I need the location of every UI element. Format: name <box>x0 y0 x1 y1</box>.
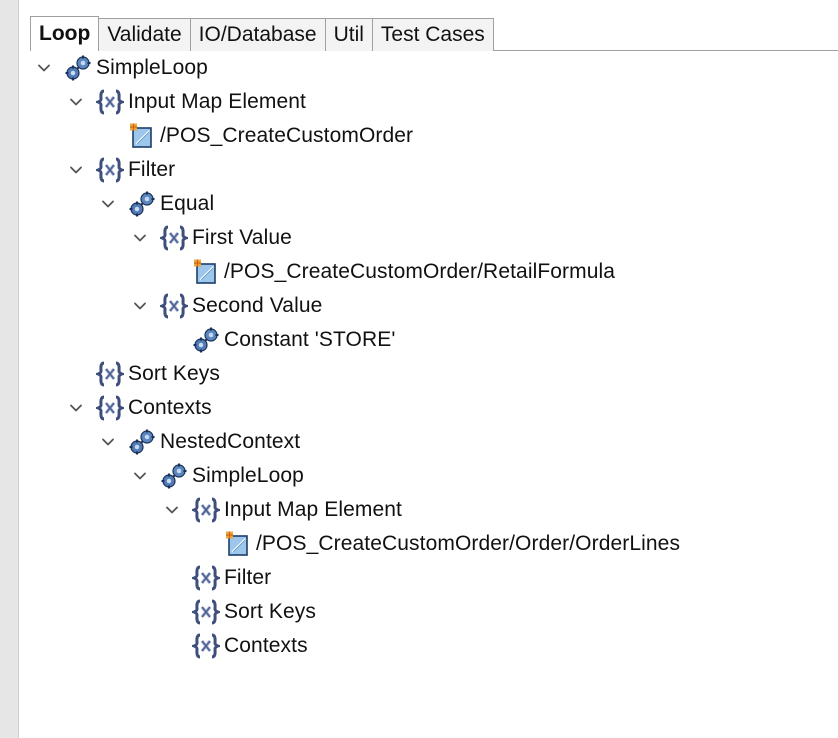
loop-gear-icon <box>128 190 156 218</box>
tree-node-contexts[interactable]: Contexts <box>66 391 212 425</box>
braces-icon <box>192 632 220 660</box>
tree-node-simpleloop[interactable]: SimpleLoop <box>34 51 208 85</box>
tab-util[interactable]: Util <box>325 18 373 51</box>
tree-node-nestedcontext[interactable]: NestedContext <box>98 425 300 459</box>
chevron-down-icon[interactable] <box>66 160 86 180</box>
tree-node-filter[interactable]: Filter <box>66 153 175 187</box>
chevron-down-icon[interactable] <box>66 398 86 418</box>
tree-node-label: Input Map Element <box>224 498 402 521</box>
tree-node-input-map-element[interactable]: Input Map Element <box>162 493 402 527</box>
tree-node-first-value[interactable]: First Value <box>130 221 292 255</box>
tree-node-pos-createcustomorder-retailformula[interactable]: /POS_CreateCustomOrder/RetailFormula <box>162 255 615 289</box>
tree-node-label: Input Map Element <box>128 90 306 113</box>
chevron-down-icon[interactable] <box>130 466 150 486</box>
braces-icon <box>96 394 124 422</box>
tree-node-sort-keys[interactable]: Sort Keys <box>162 595 316 629</box>
braces-icon <box>96 88 124 116</box>
tree-node-label: Sort Keys <box>224 600 316 623</box>
loop-gear-icon <box>128 428 156 456</box>
loop-gear-icon <box>160 462 188 490</box>
tab-loop[interactable]: Loop <box>30 16 100 51</box>
tree-node-label: First Value <box>192 226 292 249</box>
loop-gear-icon <box>64 54 92 82</box>
loop-gear-icon <box>192 326 220 354</box>
chevron-down-icon[interactable] <box>66 92 86 112</box>
tree-node-pos-createcustomorder[interactable]: /POS_CreateCustomOrder <box>98 119 413 153</box>
tree-node-label: Filter <box>128 158 176 181</box>
tree-node-label: Second Value <box>192 294 323 317</box>
tree-node-filter[interactable]: Filter <box>162 561 271 595</box>
tree-node-label: Filter <box>224 566 272 589</box>
tree-node-label: /POS_CreateCustomOrder/RetailFormula <box>224 260 616 283</box>
tree-node-contexts[interactable]: Contexts <box>162 629 308 663</box>
braces-icon <box>192 564 220 592</box>
tree-node-label: Sort Keys <box>128 362 220 385</box>
tree-node-label: SimpleLoop <box>96 56 208 79</box>
tree-node-label: Contexts <box>224 634 308 657</box>
document-path-icon <box>128 122 156 150</box>
chevron-down-icon[interactable] <box>98 194 118 214</box>
chevron-down-icon[interactable] <box>98 432 118 452</box>
tree-node-label: Contexts <box>128 396 212 419</box>
braces-icon <box>160 224 188 252</box>
braces-icon <box>192 496 220 524</box>
tree-node-constant-store[interactable]: Constant 'STORE' <box>162 323 395 357</box>
chevron-down-icon[interactable] <box>34 58 54 78</box>
braces-icon <box>160 292 188 320</box>
tree-node-input-map-element[interactable]: Input Map Element <box>66 85 306 119</box>
tree-node-label: Constant 'STORE' <box>224 328 396 351</box>
tab-validate[interactable]: Validate <box>99 18 191 51</box>
left-gutter <box>0 0 19 738</box>
tree-node-simpleloop[interactable]: SimpleLoop <box>130 459 304 493</box>
braces-icon <box>192 598 220 626</box>
tree-view: SimpleLoop Input Map Element /POS_Create… <box>0 51 838 738</box>
braces-icon <box>96 156 124 184</box>
tree-node-label: /POS_CreateCustomOrder <box>160 124 414 147</box>
chevron-down-icon[interactable] <box>130 228 150 248</box>
tree-node-label: SimpleLoop <box>192 464 304 487</box>
tree-node-sort-keys[interactable]: Sort Keys <box>66 357 220 391</box>
tab-test-cases[interactable]: Test Cases <box>372 18 494 51</box>
tree-node-equal[interactable]: Equal <box>98 187 214 221</box>
tab-io-database[interactable]: IO/Database <box>190 18 326 51</box>
document-path-icon <box>192 258 220 286</box>
chevron-down-icon[interactable] <box>130 296 150 316</box>
document-path-icon <box>224 530 252 558</box>
tree-node-pos-createcustomorder-order-orderlines[interactable]: /POS_CreateCustomOrder/Order/OrderLines <box>194 527 680 561</box>
tree-node-label: Equal <box>160 192 215 215</box>
tree-node-second-value[interactable]: Second Value <box>130 289 322 323</box>
tree-node-label: NestedContext <box>160 430 301 453</box>
chevron-down-icon[interactable] <box>162 500 182 520</box>
tree-node-label: /POS_CreateCustomOrder/Order/OrderLines <box>256 532 681 555</box>
braces-icon <box>96 360 124 388</box>
